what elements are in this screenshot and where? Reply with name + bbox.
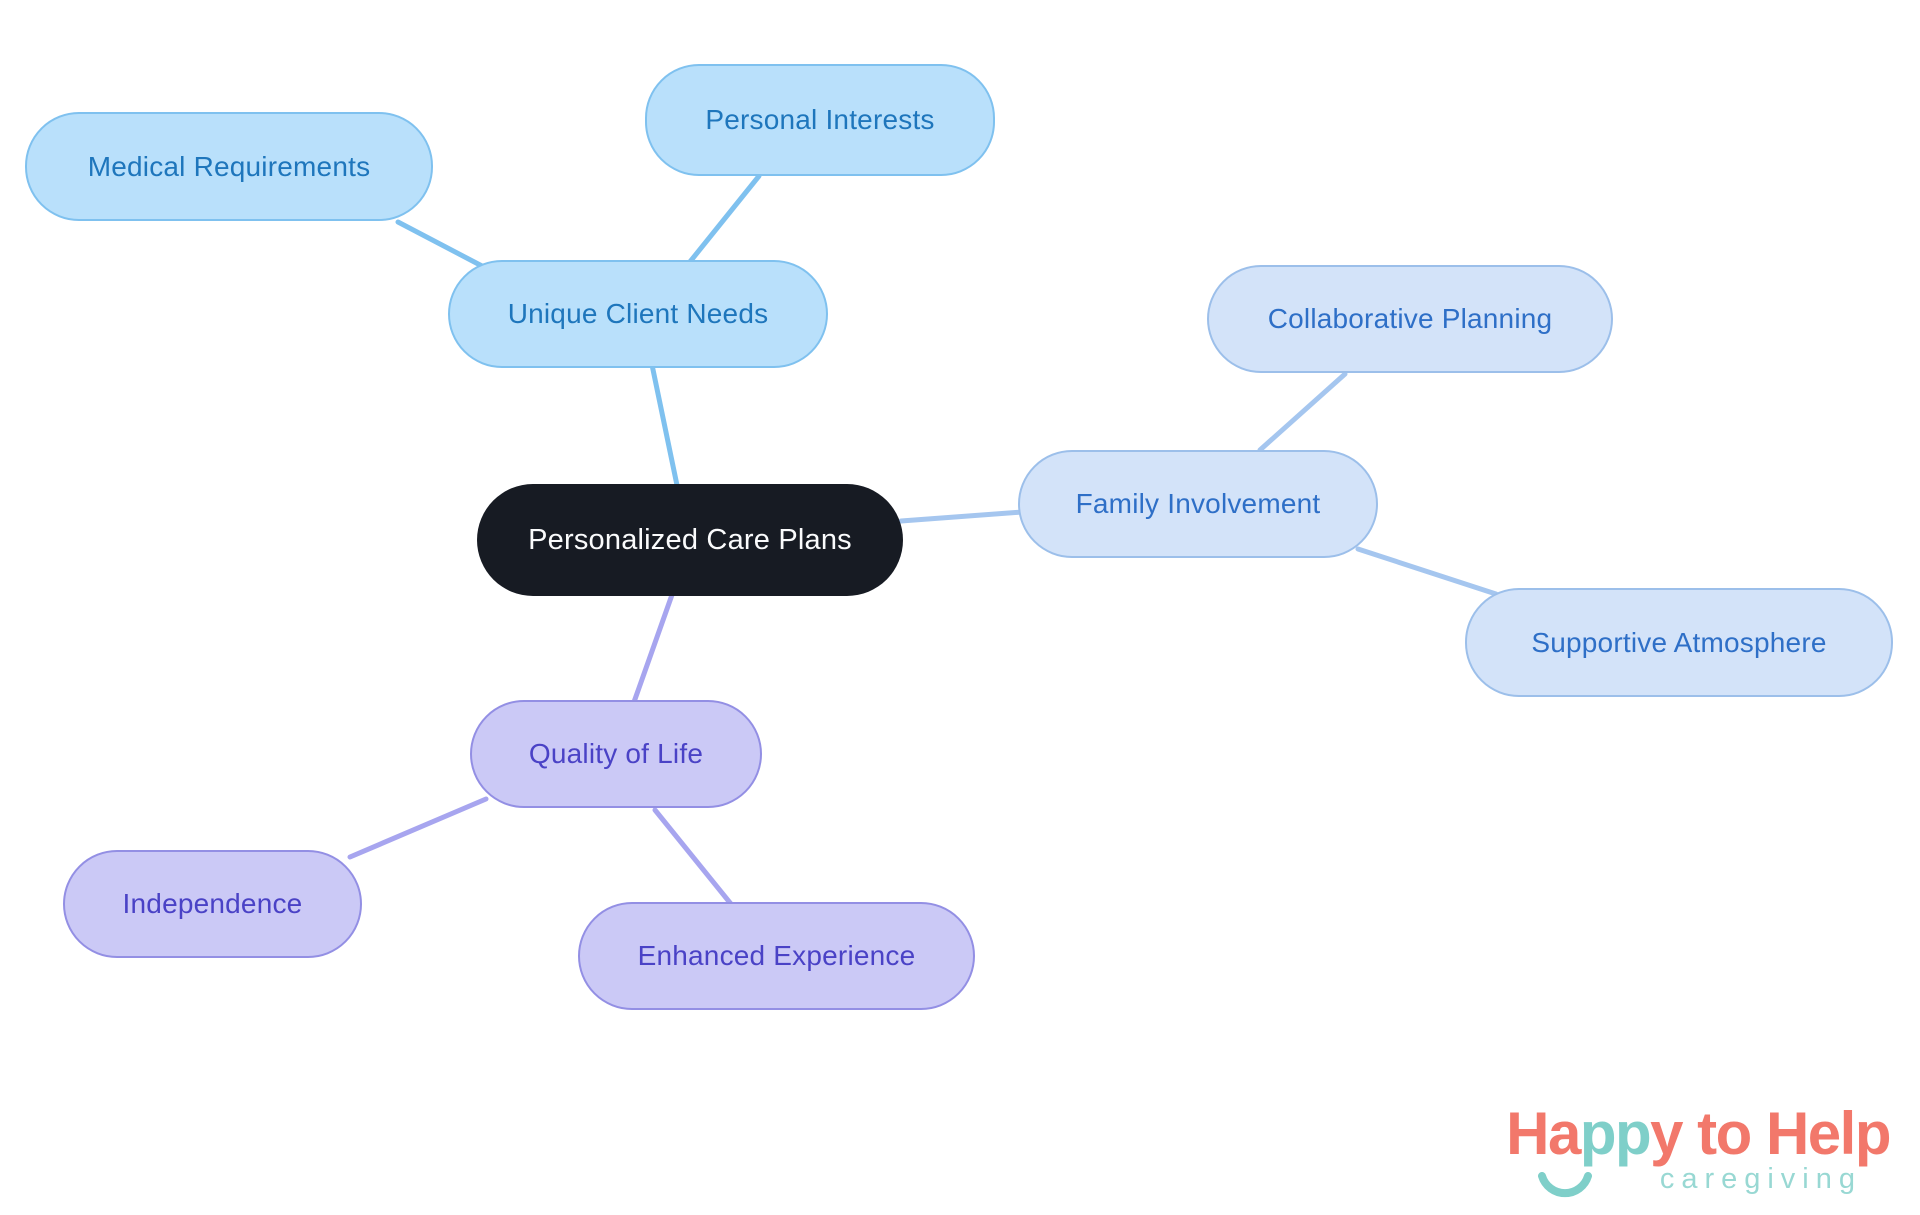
- logo-wordmark: Happy to Help: [1418, 1100, 1891, 1168]
- logo-text-rest: y to Help: [1650, 1100, 1891, 1167]
- node-family-involvement[interactable]: Family Involvement: [1018, 450, 1378, 558]
- node-quality-of-life[interactable]: Quality of Life: [470, 700, 762, 808]
- edge-unique-client-needs-medical-requirements: [395, 219, 485, 269]
- edge-unique-client-needs-personal-interests: [686, 173, 762, 266]
- smile-icon: [1538, 1172, 1592, 1198]
- node-medical-requirements[interactable]: Medical Requirements: [25, 112, 433, 221]
- edge-quality-of-life-independence: [347, 796, 489, 860]
- logo-text-pp: pp: [1579, 1100, 1652, 1167]
- edge-central-quality-of-life: [631, 589, 676, 705]
- edge-quality-of-life-enhanced-experience: [652, 807, 734, 907]
- node-independence[interactable]: Independence: [63, 850, 362, 958]
- edge-central-unique-client-needs: [648, 357, 681, 493]
- node-enhanced-experience[interactable]: Enhanced Experience: [578, 902, 975, 1010]
- node-supportive-atmosphere[interactable]: Supportive Atmosphere: [1465, 588, 1893, 697]
- logo-text-ha: Ha: [1506, 1100, 1581, 1167]
- logo-tagline: caregiving: [1659, 1163, 1862, 1195]
- node-collaborative-planning[interactable]: Collaborative Planning: [1207, 265, 1613, 373]
- happy-to-help-logo: Happy to Help caregiving: [1418, 1100, 1891, 1212]
- edge-family-involvement-supportive-atmosphere: [1355, 546, 1499, 597]
- edge-central-family-involvement: [898, 509, 1025, 524]
- node-personalized-care-plans[interactable]: Personalized Care Plans: [477, 484, 903, 596]
- edge-family-involvement-collaborative-planning: [1257, 371, 1348, 453]
- node-unique-client-needs[interactable]: Unique Client Needs: [448, 260, 828, 368]
- node-personal-interests[interactable]: Personal Interests: [645, 64, 995, 176]
